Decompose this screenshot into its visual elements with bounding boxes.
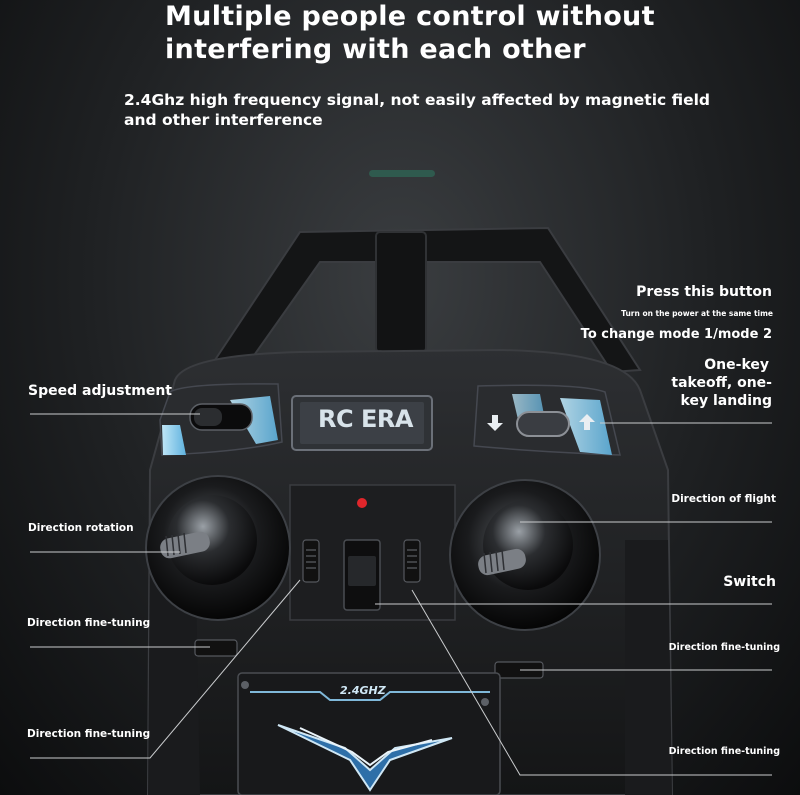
right-vertical-trim: [403, 539, 421, 583]
subheadline: 2.4Ghz high frequency signal, not easily…: [124, 90, 724, 130]
label-switch: Switch: [723, 574, 776, 590]
left-control-stick: [145, 475, 291, 621]
bottom-decal-panel: [237, 672, 501, 795]
one-key-button: [516, 411, 570, 437]
right-grip: [625, 540, 672, 795]
label-change-mode: To change mode 1/mode 2: [580, 327, 772, 342]
left-horizontal-trim: [194, 639, 238, 657]
label-right-fine-tuning-lower: Direction fine-tuning: [668, 746, 780, 757]
takeoff-arrow-icon: [579, 414, 595, 430]
label-speed-adjustment: Speed adjustment: [28, 383, 172, 399]
annotation-leader-lines: [30, 413, 772, 776]
right-control-stick: [449, 479, 601, 631]
label-left-fine-tuning-upper: Direction fine-tuning: [27, 617, 151, 629]
label-one-key: One-key takeoff, one- key landing: [671, 356, 772, 410]
subheadline-line-1: 2.4Ghz high frequency signal, not easily…: [124, 91, 711, 109]
label-left-fine-tuning-lower: Direction fine-tuning: [27, 728, 151, 740]
eagle-emblem: [277, 724, 453, 792]
label-direction-of-flight: Direction of flight: [671, 493, 776, 505]
label-power-note: Turn on the power at the same time: [621, 309, 773, 318]
power-led: [357, 498, 367, 508]
label-one-key-line-2: takeoff, one-: [671, 375, 772, 391]
label-one-key-line-1: One-key: [704, 357, 769, 373]
accent-bar: [369, 170, 435, 177]
label-direction-rotation: Direction rotation: [28, 522, 134, 534]
label-right-fine-tuning-upper: Direction fine-tuning: [668, 642, 780, 653]
frequency-badge: 2.4GHZ: [340, 684, 386, 697]
landing-arrow-icon: [487, 415, 503, 431]
headline: Multiple people control without interfer…: [165, 0, 765, 66]
headline-line-2: interfering with each other: [165, 34, 586, 65]
brand-logo-text: RC ERA: [318, 405, 413, 433]
label-one-key-line-3: key landing: [680, 393, 772, 409]
label-press-button: Press this button: [636, 284, 772, 300]
subheadline-line-2: and other interference: [124, 111, 323, 129]
left-vertical-trim: [302, 539, 320, 583]
headline-line-1: Multiple people control without: [165, 1, 655, 32]
